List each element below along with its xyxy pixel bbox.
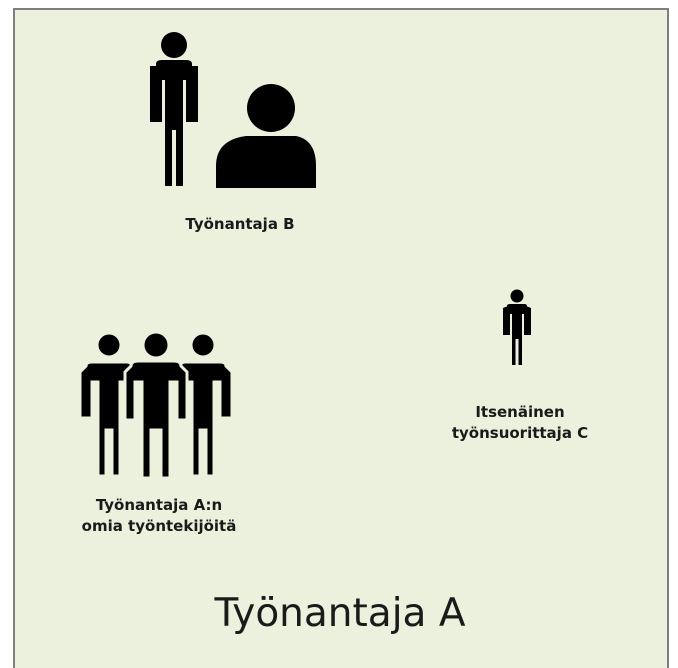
contractor-c-label-line-1: Itsenäinen bbox=[475, 403, 565, 421]
employees-a-label-line-2: omia työntekijöitä bbox=[81, 517, 237, 535]
employer-a-label: Työnantaja A bbox=[214, 591, 466, 636]
single-person-icon bbox=[500, 289, 534, 365]
group-of-three-persons-icon bbox=[76, 332, 236, 478]
person-and-user-icon bbox=[136, 30, 316, 190]
contractor-c-label-line-2: työnsuorittaja C bbox=[451, 424, 589, 442]
employer-b-label: Työnantaja B bbox=[185, 215, 295, 233]
contractor-c-label: Itsenäinen työnsuorittaja C bbox=[425, 402, 615, 444]
employer-a-container bbox=[13, 8, 669, 668]
employees-a-label-line-1: Työnantaja A:n bbox=[95, 496, 223, 514]
employees-a-label: Työnantaja A:n omia työntekijöitä bbox=[34, 495, 284, 537]
